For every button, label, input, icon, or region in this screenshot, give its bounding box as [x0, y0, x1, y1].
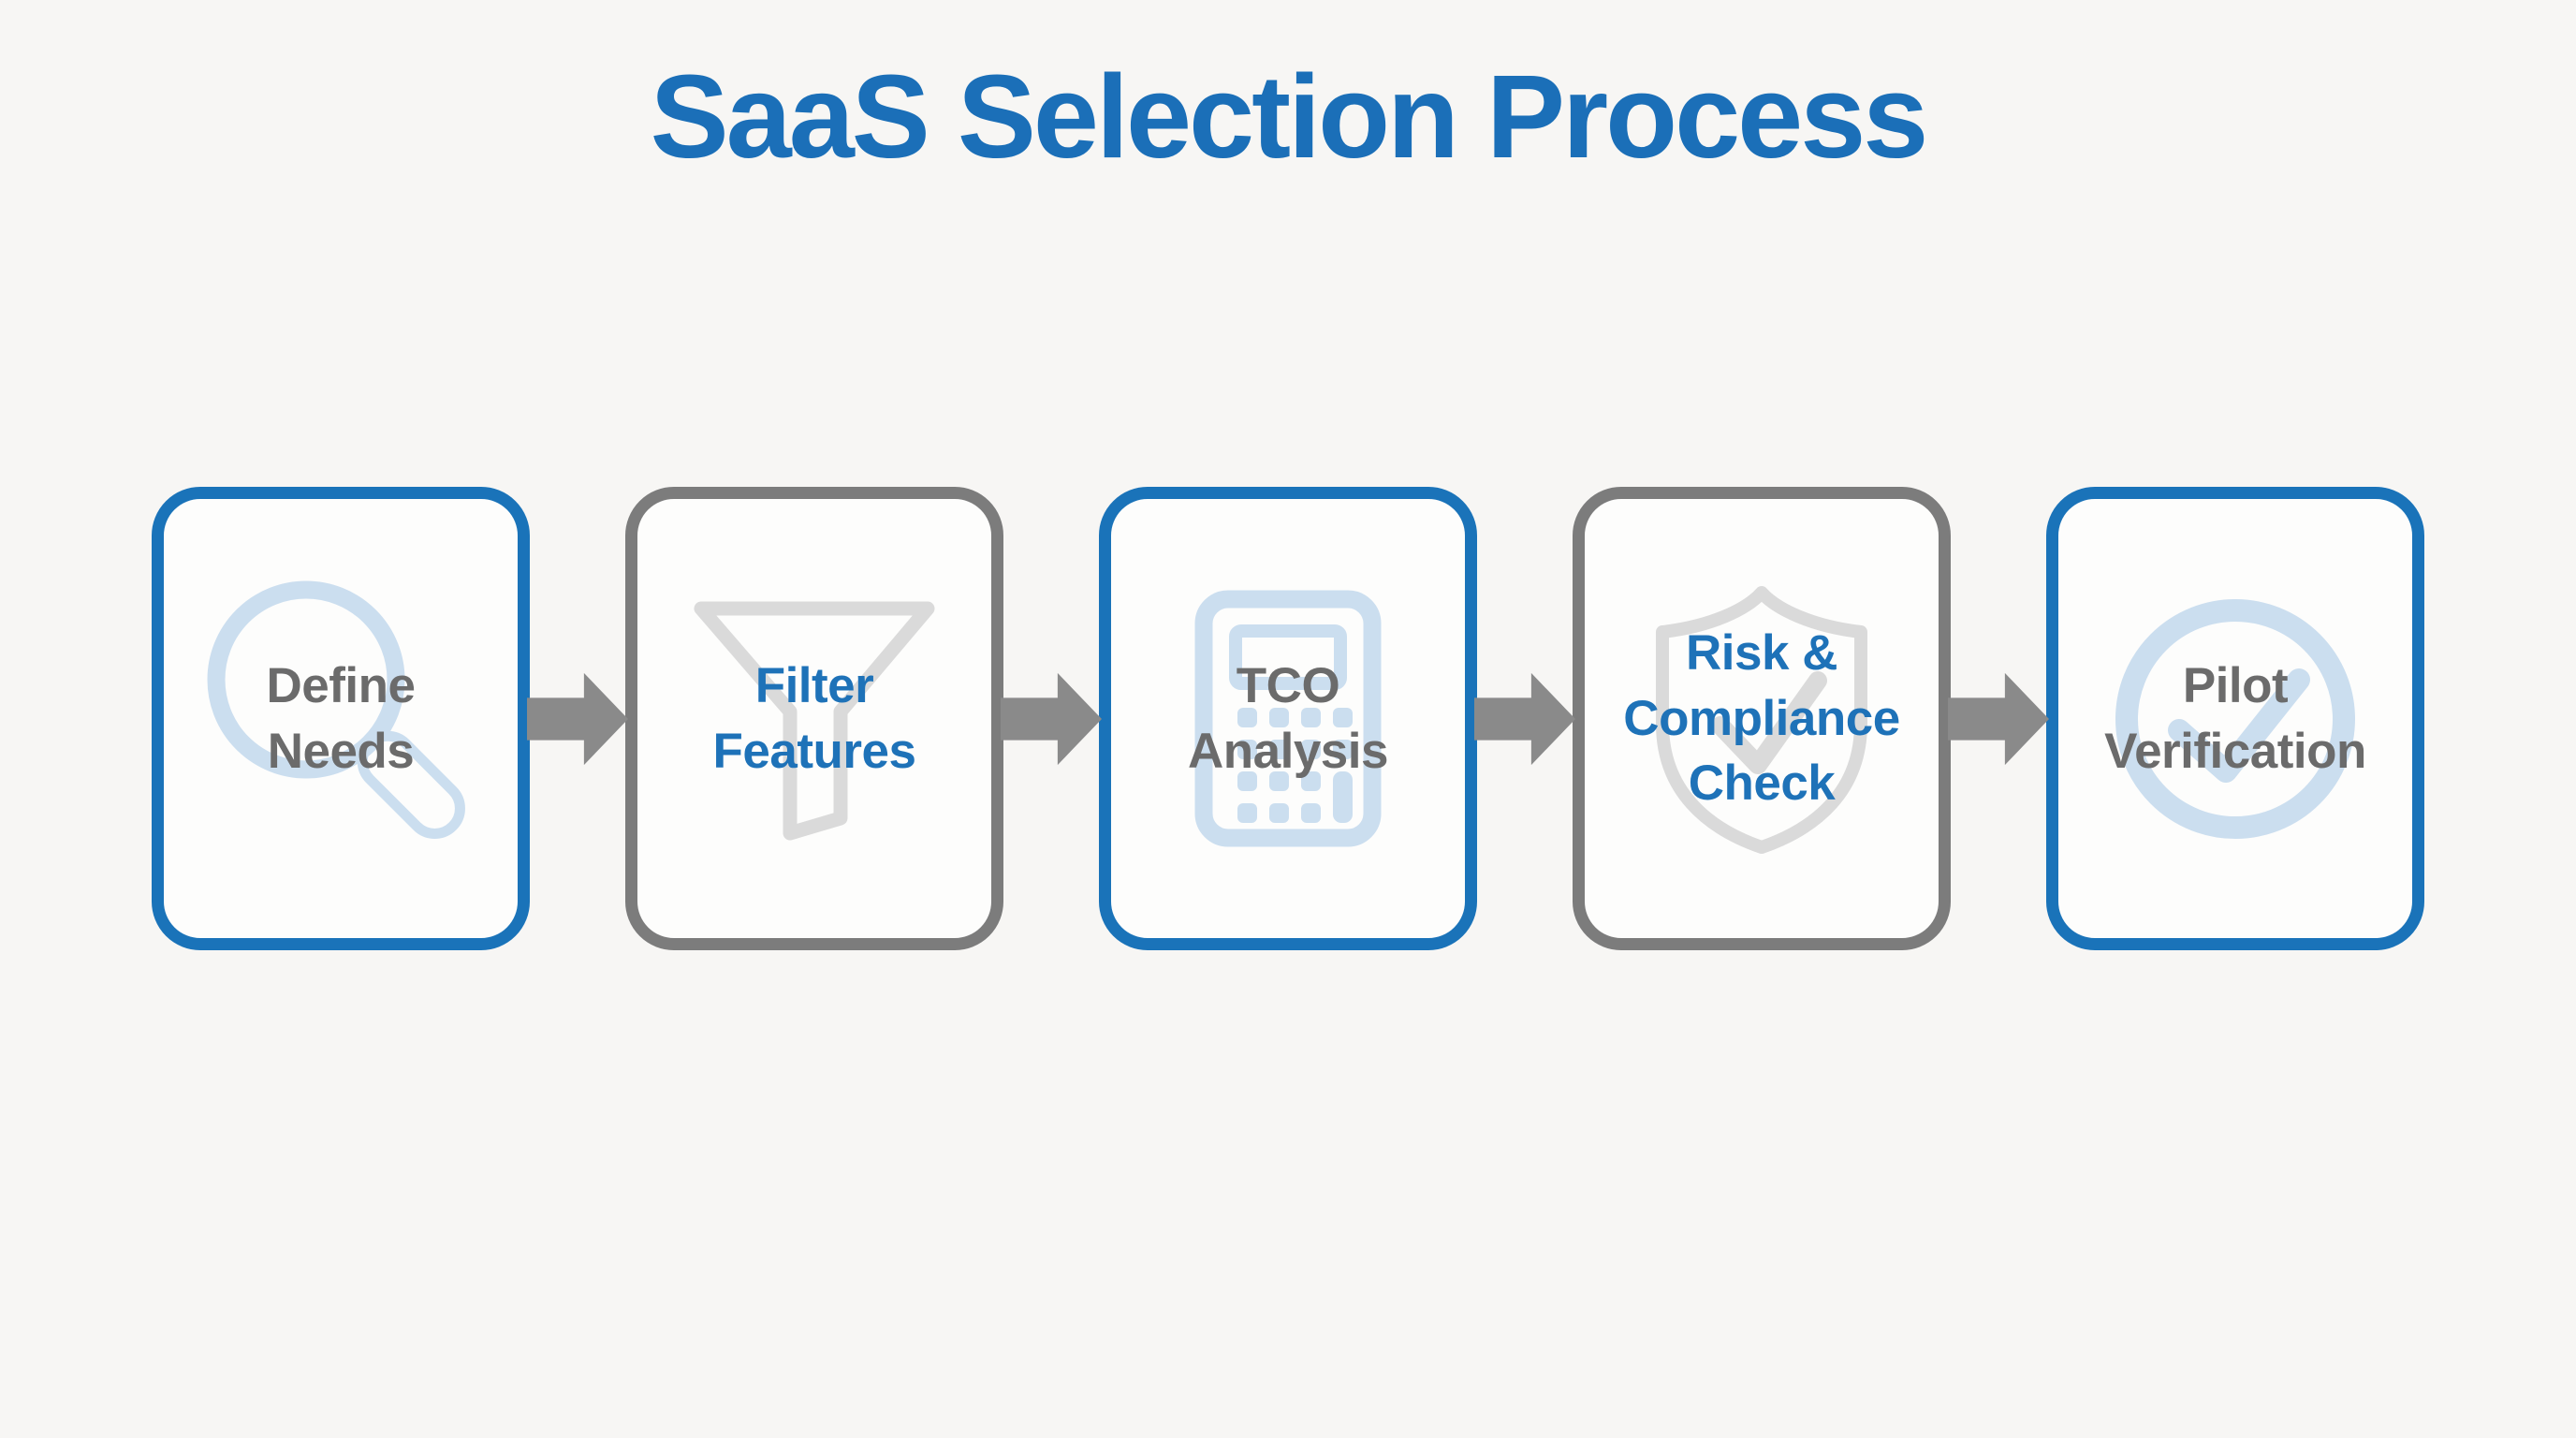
flow-arrow-icon	[1948, 667, 2049, 771]
step-define-needs: Define Needs	[152, 487, 530, 950]
step-label: Define Needs	[266, 657, 416, 779]
step-filter-features: Filter Features	[625, 487, 1003, 950]
step-label: TCO Analysis	[1187, 657, 1389, 779]
flow-arrow-icon	[1001, 667, 1102, 771]
flow-arrow-icon	[1474, 667, 1575, 771]
step-label: Filter Features	[712, 657, 916, 779]
flow-arrow-icon	[527, 667, 628, 771]
step-risk-compliance-check: Risk & Compliance Check	[1573, 487, 1951, 950]
page-title: SaaS Selection Process	[650, 51, 1929, 183]
process-flow: Define Needs Filter Features	[0, 487, 2576, 950]
step-label: Risk & Compliance Check	[1623, 624, 1900, 812]
step-label: Pilot Verification	[2104, 657, 2366, 779]
step-pilot-verification: Pilot Verification	[2046, 487, 2424, 950]
step-tco-analysis: TCO Analysis	[1099, 487, 1477, 950]
